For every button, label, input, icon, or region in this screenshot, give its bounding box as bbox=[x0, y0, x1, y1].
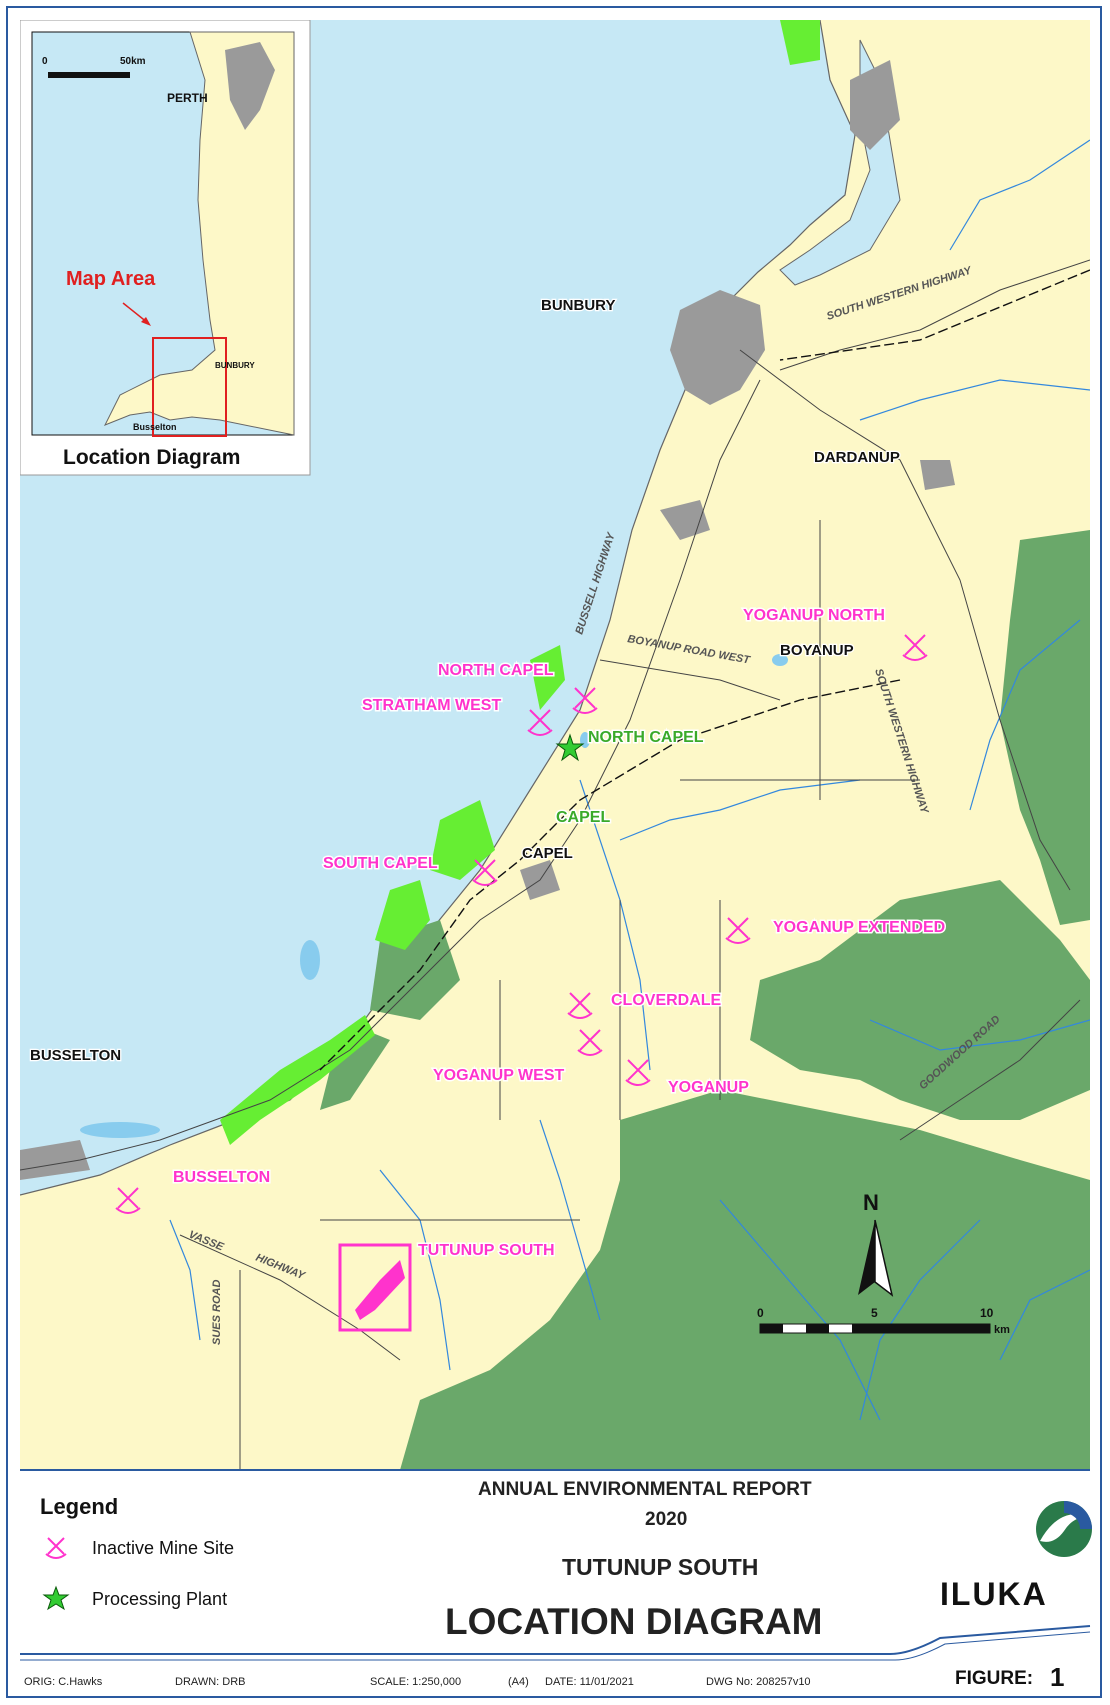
marker-south-capel bbox=[472, 859, 498, 886]
title-swoosh bbox=[20, 1625, 1091, 1661]
main-title: LOCATION DIAGRAM bbox=[445, 1601, 823, 1642]
mine-markers bbox=[115, 634, 928, 1214]
legend-plant-label: Processing Plant bbox=[92, 1589, 228, 1609]
lakes bbox=[80, 654, 788, 1138]
marker-busselton bbox=[115, 1187, 141, 1214]
scale-unit: km bbox=[994, 1324, 1010, 1336]
legend-inactive-label: Inactive Mine Site bbox=[92, 1538, 235, 1558]
scale-tick-5: 5 bbox=[871, 1306, 878, 1320]
rivers bbox=[169, 139, 1090, 1421]
tutunup-south-highlight[interactable] bbox=[338, 1243, 412, 1332]
forest-areas bbox=[320, 530, 1090, 1470]
footer-scale: SCALE: 1:250,000 bbox=[370, 1676, 462, 1688]
mine-label-yoganup-extended: YOGANUP EXTENDED bbox=[773, 919, 945, 936]
plant-label-capel: CAPEL bbox=[556, 809, 610, 826]
legend-title: Legend bbox=[40, 1494, 119, 1519]
inactive-mine-icon bbox=[45, 1537, 67, 1559]
footer-drawn: DRAWN: DRB bbox=[175, 1676, 246, 1688]
town-label-dardanup: DARDANUP bbox=[814, 449, 900, 466]
town-label-capel: CAPEL bbox=[522, 845, 573, 862]
mine-label-yoganup-west: YOGANUP WEST bbox=[433, 1067, 565, 1084]
footer-dwg: DWG No: 208257v10 bbox=[706, 1676, 811, 1688]
iluka-logo-text: ILUKA bbox=[940, 1576, 1048, 1612]
mine-label-yoganup: YOGANUP bbox=[668, 1079, 749, 1096]
scale-tick-10: 10 bbox=[980, 1306, 994, 1320]
footer-date: DATE: 11/01/2021 bbox=[545, 1676, 634, 1688]
inset-scale-start: 0 bbox=[42, 56, 48, 67]
inset-caption: Location Diagram bbox=[63, 446, 240, 469]
mine-label-north-capel: NORTH CAPEL bbox=[438, 662, 554, 679]
marker-yoganup-north bbox=[902, 634, 928, 661]
mine-label-stratham-west: STRATHAM WEST bbox=[362, 697, 501, 714]
iluka-logo-icon bbox=[1036, 1501, 1092, 1557]
scale-tick-0: 0 bbox=[757, 1306, 764, 1320]
inset-land bbox=[103, 31, 295, 436]
town-label-busselton: BUSSELTON bbox=[30, 1047, 121, 1064]
footer-figure-label: FIGURE: bbox=[955, 1668, 1034, 1689]
reserve-areas bbox=[220, 20, 820, 1145]
footer-orig: ORIG: C.Hawks bbox=[24, 1676, 103, 1688]
marker-yoganup-west bbox=[577, 1029, 603, 1056]
site-title: TUTUNUP SOUTH bbox=[562, 1554, 759, 1580]
mine-label-tutunup-south: TUTUNUP SOUTH bbox=[418, 1242, 555, 1259]
inset-label-bunbury: BUNBURY bbox=[215, 361, 255, 370]
inset-perth-urban bbox=[225, 42, 275, 130]
railway bbox=[319, 269, 1090, 1071]
roads bbox=[20, 259, 1090, 1470]
marker-stratham-west bbox=[527, 709, 553, 736]
mine-label-south-capel: SOUTH CAPEL bbox=[323, 855, 438, 872]
town-label-bunbury: BUNBURY bbox=[541, 297, 615, 314]
plant-label-north-capel: NORTH CAPEL bbox=[588, 729, 704, 746]
map-frame bbox=[6, 6, 1102, 1698]
tutunup-south-deposit bbox=[355, 1260, 405, 1320]
mine-label-busselton: BUSSELTON bbox=[173, 1169, 270, 1186]
marker-north-capel bbox=[572, 687, 598, 714]
processing-plant-icon bbox=[42, 1585, 70, 1611]
mine-label-cloverdale: CLOVERDALE bbox=[611, 992, 722, 1009]
town-label-boyanup: BOYANUP bbox=[780, 642, 854, 659]
marker-yoganup bbox=[625, 1059, 651, 1086]
footer-figure-number: 1 bbox=[1050, 1662, 1065, 1692]
scale-bar: 0 5 10 km bbox=[757, 1306, 1010, 1336]
inset-location-diagram: 0 50km PERTH Map Area BUNBURY Busselton … bbox=[20, 20, 311, 476]
footer-paper-size: (A4) bbox=[508, 1676, 529, 1688]
inset-label-busselton: Busselton bbox=[133, 422, 177, 432]
mine-label-yoganup-north: YOGANUP NORTH bbox=[743, 607, 885, 624]
inset-scale-bar bbox=[48, 72, 130, 78]
north-arrow: N bbox=[858, 1190, 894, 1297]
main-map[interactable]: BUNBURY DARDANUP BOYANUP CAPEL BUSSELTON… bbox=[20, 20, 1090, 1470]
marker-cloverdale bbox=[567, 992, 593, 1019]
map-bottom-border bbox=[20, 1469, 1090, 1471]
inset-map-area-label: Map Area bbox=[66, 268, 156, 290]
report-title: ANNUAL ENVIRONMENTAL REPORT bbox=[478, 1479, 812, 1500]
marker-yoganup-extended bbox=[725, 917, 751, 944]
processing-plant-star bbox=[555, 733, 585, 762]
road-label-sues-road: SUES ROAD bbox=[211, 1280, 223, 1345]
urban-areas bbox=[20, 60, 955, 1180]
report-year: 2020 bbox=[645, 1509, 688, 1530]
north-label: N bbox=[863, 1190, 879, 1215]
inset-label-perth: PERTH bbox=[167, 91, 208, 105]
inset-scale-end: 50km bbox=[120, 56, 146, 67]
inset-map-area-box bbox=[152, 337, 227, 437]
